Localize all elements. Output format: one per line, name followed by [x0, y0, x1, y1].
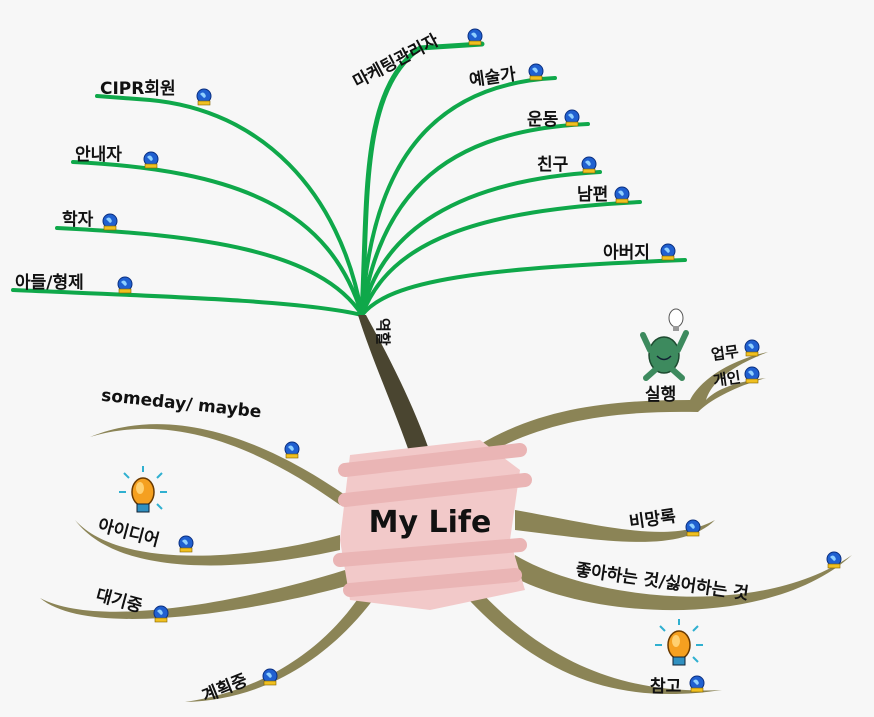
center-node[interactable]: My Life	[333, 440, 532, 610]
center-label: My Life	[369, 505, 492, 540]
role-item[interactable]: 남편	[577, 185, 608, 205]
branch-someday-maybe[interactable]: someday/ maybe	[100, 386, 262, 423]
role-item[interactable]: 운동	[527, 110, 559, 130]
role-item[interactable]: 친구	[537, 155, 569, 175]
branch-ideas[interactable]: 아이디어	[96, 516, 162, 552]
role-item[interactable]: 안내자	[75, 145, 122, 165]
role-item[interactable]: 마케팅관리자	[350, 31, 443, 93]
execution-item[interactable]: 업무	[710, 342, 740, 364]
role-item[interactable]: 예술가	[468, 65, 518, 91]
role-item[interactable]: 아버지	[603, 243, 650, 263]
role-item[interactable]: CIPR회원	[100, 79, 176, 99]
branch-memo[interactable]: 비망록	[628, 507, 678, 533]
role-item[interactable]: 학자	[62, 210, 94, 230]
lightbulb-icon	[654, 618, 704, 666]
role-item[interactable]: 아들/형제	[15, 272, 84, 293]
execution-item[interactable]: 개인	[712, 368, 742, 390]
character-icon	[640, 308, 689, 381]
role-branches	[11, 41, 687, 318]
branch-planning[interactable]: 계획중	[199, 670, 250, 706]
role-trunk	[358, 315, 432, 460]
role-branch-label[interactable]: 역할	[374, 318, 392, 346]
branch-reference[interactable]: 참고	[650, 676, 682, 697]
lightbulb-icon	[118, 465, 168, 513]
execution-label[interactable]: 실행	[645, 385, 676, 405]
